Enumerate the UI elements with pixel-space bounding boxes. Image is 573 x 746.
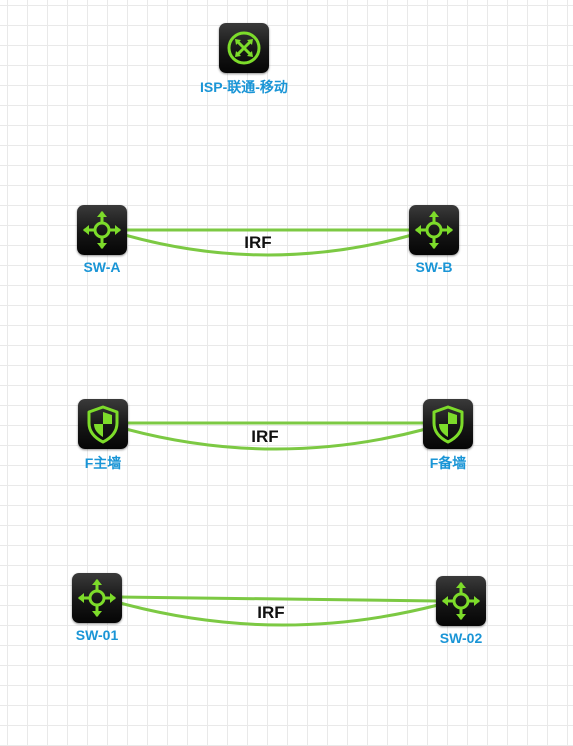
l3-switch-icon — [436, 576, 486, 626]
node-label: F主墙 — [84, 455, 122, 471]
l3-switch-icon — [409, 205, 459, 255]
node-f-backup[interactable]: F备墙 — [418, 399, 478, 471]
firewall-icon — [78, 399, 128, 449]
l3-switch-icon — [72, 573, 122, 623]
node-label: ISP-联通-移动 — [200, 79, 288, 95]
irf-link-label: IRF — [257, 603, 285, 622]
node-sw-b[interactable]: SW-B — [404, 205, 464, 275]
router-icon — [219, 23, 269, 73]
irf-link-label: IRF — [251, 427, 279, 446]
irf-link-sw-a-sw-b[interactable] — [124, 228, 413, 257]
node-sw-01[interactable]: SW-01 — [67, 573, 127, 643]
l3-switch-icon — [77, 205, 127, 255]
node-label: SW-02 — [439, 630, 483, 646]
node-sw-a[interactable]: SW-A — [72, 205, 132, 275]
irf-link-label: IRF — [244, 233, 272, 252]
node-label: SW-B — [415, 259, 453, 275]
node-f-main[interactable]: F主墙 — [73, 399, 133, 471]
node-isp[interactable]: ISP-联通-移动 — [200, 23, 288, 95]
irf-link-f-main-f-backup[interactable] — [125, 421, 427, 451]
node-label: SW-A — [83, 259, 121, 275]
node-label: SW-01 — [75, 627, 119, 643]
node-sw-02[interactable]: SW-02 — [431, 576, 491, 646]
irf-link-sw-01-sw-02[interactable] — [119, 595, 439, 627]
firewall-icon — [423, 399, 473, 449]
node-label: F备墙 — [429, 455, 467, 471]
